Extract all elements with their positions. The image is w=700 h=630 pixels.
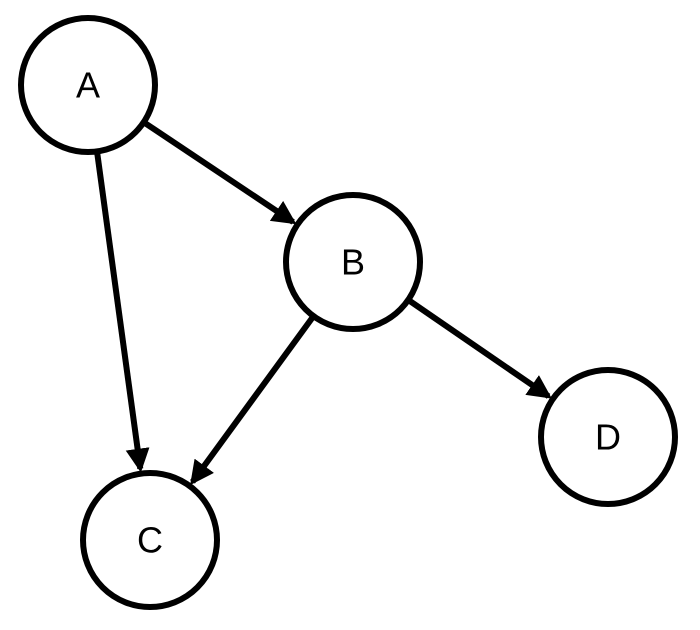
node-label-c: C: [137, 520, 163, 561]
node-label-a: A: [76, 65, 100, 106]
node-d: D: [538, 367, 678, 507]
edge-a-to-c: [94, 150, 150, 473]
node-circle-a: [18, 15, 158, 155]
node-circle-d: [538, 367, 678, 507]
edge-b-to-d: [406, 297, 552, 399]
node-a: A: [18, 15, 158, 155]
node-circle-b: [283, 192, 423, 332]
node-label-d: D: [595, 417, 621, 458]
node-circle-c: [80, 470, 220, 610]
nodes-layer: A B C D: [18, 15, 678, 610]
edge-b-to-c: [190, 314, 316, 486]
node-b: B: [283, 192, 423, 332]
node-label-b: B: [341, 242, 365, 283]
edges-layer: [94, 119, 552, 486]
node-c: C: [80, 470, 220, 610]
edge-a-to-b: [142, 119, 297, 225]
